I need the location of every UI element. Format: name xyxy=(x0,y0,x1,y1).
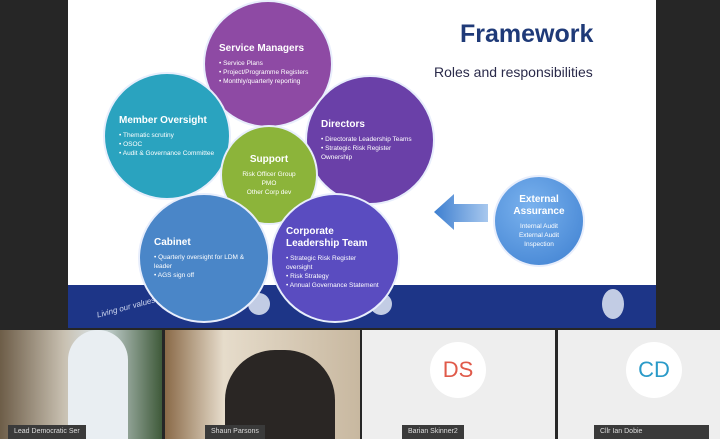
circle-item: AGS sign off xyxy=(154,271,254,280)
avatar-initials: DS xyxy=(442,357,474,382)
circle-member-oversight: Member OversightThematic scrutinyOSOCAud… xyxy=(103,72,231,200)
circle-item: Inspection xyxy=(524,240,554,248)
participant-name: Cllr Ian Dobie xyxy=(594,425,709,439)
circle-item: Project/Programme Registers xyxy=(219,68,317,77)
video-tile[interactable]: DS Barian Skinner2 xyxy=(362,330,555,439)
video-tile[interactable]: Lead Democratic Ser xyxy=(0,330,162,439)
avatar: DS xyxy=(430,342,486,398)
circle-item: Audit & Governance Committee xyxy=(119,149,215,158)
circle-item: Risk Strategy xyxy=(286,272,384,281)
participant-video xyxy=(68,330,128,439)
circle-item: Thematic scrutiny xyxy=(119,131,215,140)
circle-item: PMO xyxy=(261,179,277,187)
shared-slide: Framework Roles and responsibilities Liv… xyxy=(68,0,656,328)
circle-item: Monthly/quarterly reporting xyxy=(219,77,317,86)
circle-item: OSOC xyxy=(119,140,215,149)
footer-tagline: Living our values xyxy=(95,295,157,320)
circle-item: Strategic Risk Register Ownership xyxy=(321,144,419,162)
circle-item: Quarterly oversight for LDM & leader xyxy=(154,253,254,271)
circle-directors: DirectorsDirectorate Leadership TeamsStr… xyxy=(305,75,435,205)
avatar: CD xyxy=(626,342,682,398)
circle-title: Corporate Leadership Team xyxy=(286,226,368,249)
circle-title: Cabinet xyxy=(154,236,191,248)
participant-name: Lead Democratic Ser xyxy=(8,425,86,439)
participant-video xyxy=(225,350,335,439)
circle-item: Service Plans xyxy=(219,59,317,68)
circle-item: External Audit xyxy=(518,231,560,239)
circle-cabinet: CabinetQuarterly oversight for LDM & lea… xyxy=(138,193,270,323)
participant-name: Barian Skinner2 xyxy=(402,425,464,439)
slide-subtitle: Roles and responsibilities xyxy=(434,64,593,80)
participant-name: Shaun Parsons xyxy=(205,425,265,439)
avatar-initials: CD xyxy=(638,357,670,382)
crest-icon xyxy=(602,289,624,319)
circle-title: External Assurance xyxy=(513,193,565,217)
circle-title: Member Oversight xyxy=(119,114,207,126)
circle-item: Other Corp dev xyxy=(246,188,292,196)
circle-title: Support xyxy=(249,153,289,165)
video-tile[interactable]: CD Cllr Ian Dobie xyxy=(558,330,720,439)
circle-corporate-leadership-team: Corporate Leadership TeamStrategic Risk … xyxy=(270,193,400,323)
circle-item: Strategic Risk Register oversight xyxy=(286,254,384,272)
circle-title: Service Managers xyxy=(219,42,305,54)
slide-title: Framework xyxy=(460,20,594,48)
circle-item: Internal Audit xyxy=(520,222,558,230)
circle-title: Directors xyxy=(321,118,365,130)
circle-item: Directorate Leadership Teams xyxy=(321,135,419,144)
circle-service-managers: Service ManagersService PlansProject/Pro… xyxy=(203,0,333,128)
circle-item: Annual Governance Statement xyxy=(286,281,384,290)
video-tile[interactable]: Shaun Parsons xyxy=(165,330,360,439)
arrow-icon xyxy=(434,194,488,230)
circle-item: Risk Officer Group xyxy=(242,170,296,178)
